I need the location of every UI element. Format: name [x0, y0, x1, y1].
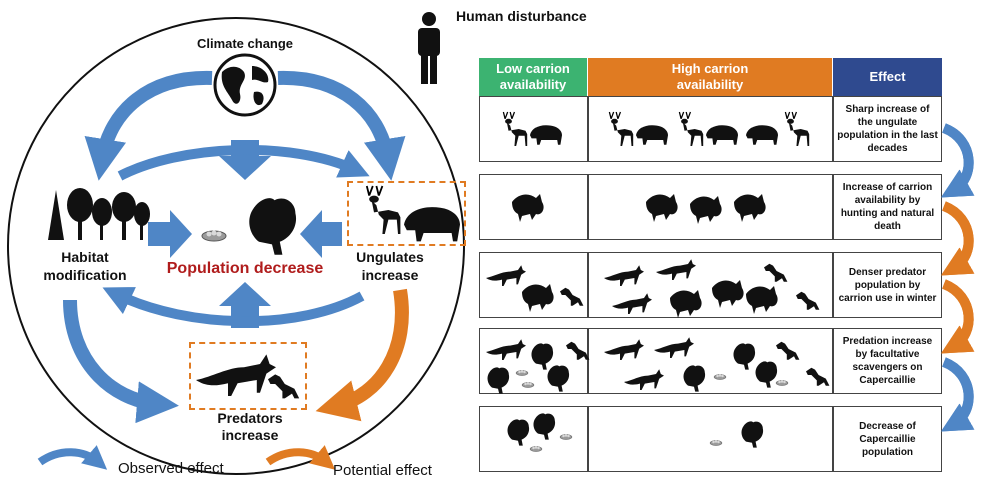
header-effect: Effect	[833, 58, 942, 96]
human-disturbance-label: Human disturbance	[456, 8, 587, 24]
row2-high-cell	[588, 174, 833, 240]
row2-low-cell	[479, 174, 588, 240]
main-circle	[7, 17, 465, 475]
population-decrease-label: Population decrease	[166, 260, 324, 277]
predators-increase-label: Predators increase	[217, 410, 283, 443]
flow-arrows	[940, 123, 975, 432]
habitat-modification-label: Habitat modification	[43, 249, 127, 283]
row4-effect: Predation increase by facultative scaven…	[833, 328, 942, 394]
row5-low-cell	[479, 406, 588, 472]
row4-low-cell	[479, 328, 588, 394]
trees-icon	[48, 188, 150, 240]
straight-arrows	[148, 140, 342, 328]
curved-arrows-orange	[265, 288, 409, 470]
row1-high-cell	[588, 96, 833, 162]
arrow-right	[148, 210, 192, 258]
row3-effect: Denser predator population by carrion us…	[833, 252, 942, 318]
row1-effect: Sharp increase of the ungulate populatio…	[833, 96, 942, 162]
row1-low-cell	[479, 96, 588, 162]
row3-high-cell	[588, 252, 833, 318]
human-icon	[418, 12, 440, 84]
arrow-left	[300, 210, 342, 258]
legend-potential: Potential effect	[333, 462, 432, 479]
header-high-carrion: High carrion availability	[588, 58, 832, 96]
ungulates-increase-label: Ungulates increase	[356, 249, 424, 283]
row5-high-cell	[588, 406, 833, 472]
ungulates-box	[347, 181, 466, 246]
curved-arrows-blue	[37, 70, 406, 470]
row4-high-cell	[588, 328, 833, 394]
nest-icon	[201, 230, 227, 242]
climate-change-label: Climate change	[196, 36, 294, 51]
legend-observed: Observed effect	[118, 460, 224, 477]
capercaillie-icon	[249, 198, 297, 255]
predators-box	[189, 342, 307, 410]
header-low-carrion: Low carrion availability	[479, 58, 587, 96]
row3-low-cell	[479, 252, 588, 318]
globe-icon	[213, 53, 277, 117]
row5-effect: Decrease of Capercaillie population	[833, 406, 942, 472]
row2-effect: Increase of carrion availability by hunt…	[833, 174, 942, 240]
